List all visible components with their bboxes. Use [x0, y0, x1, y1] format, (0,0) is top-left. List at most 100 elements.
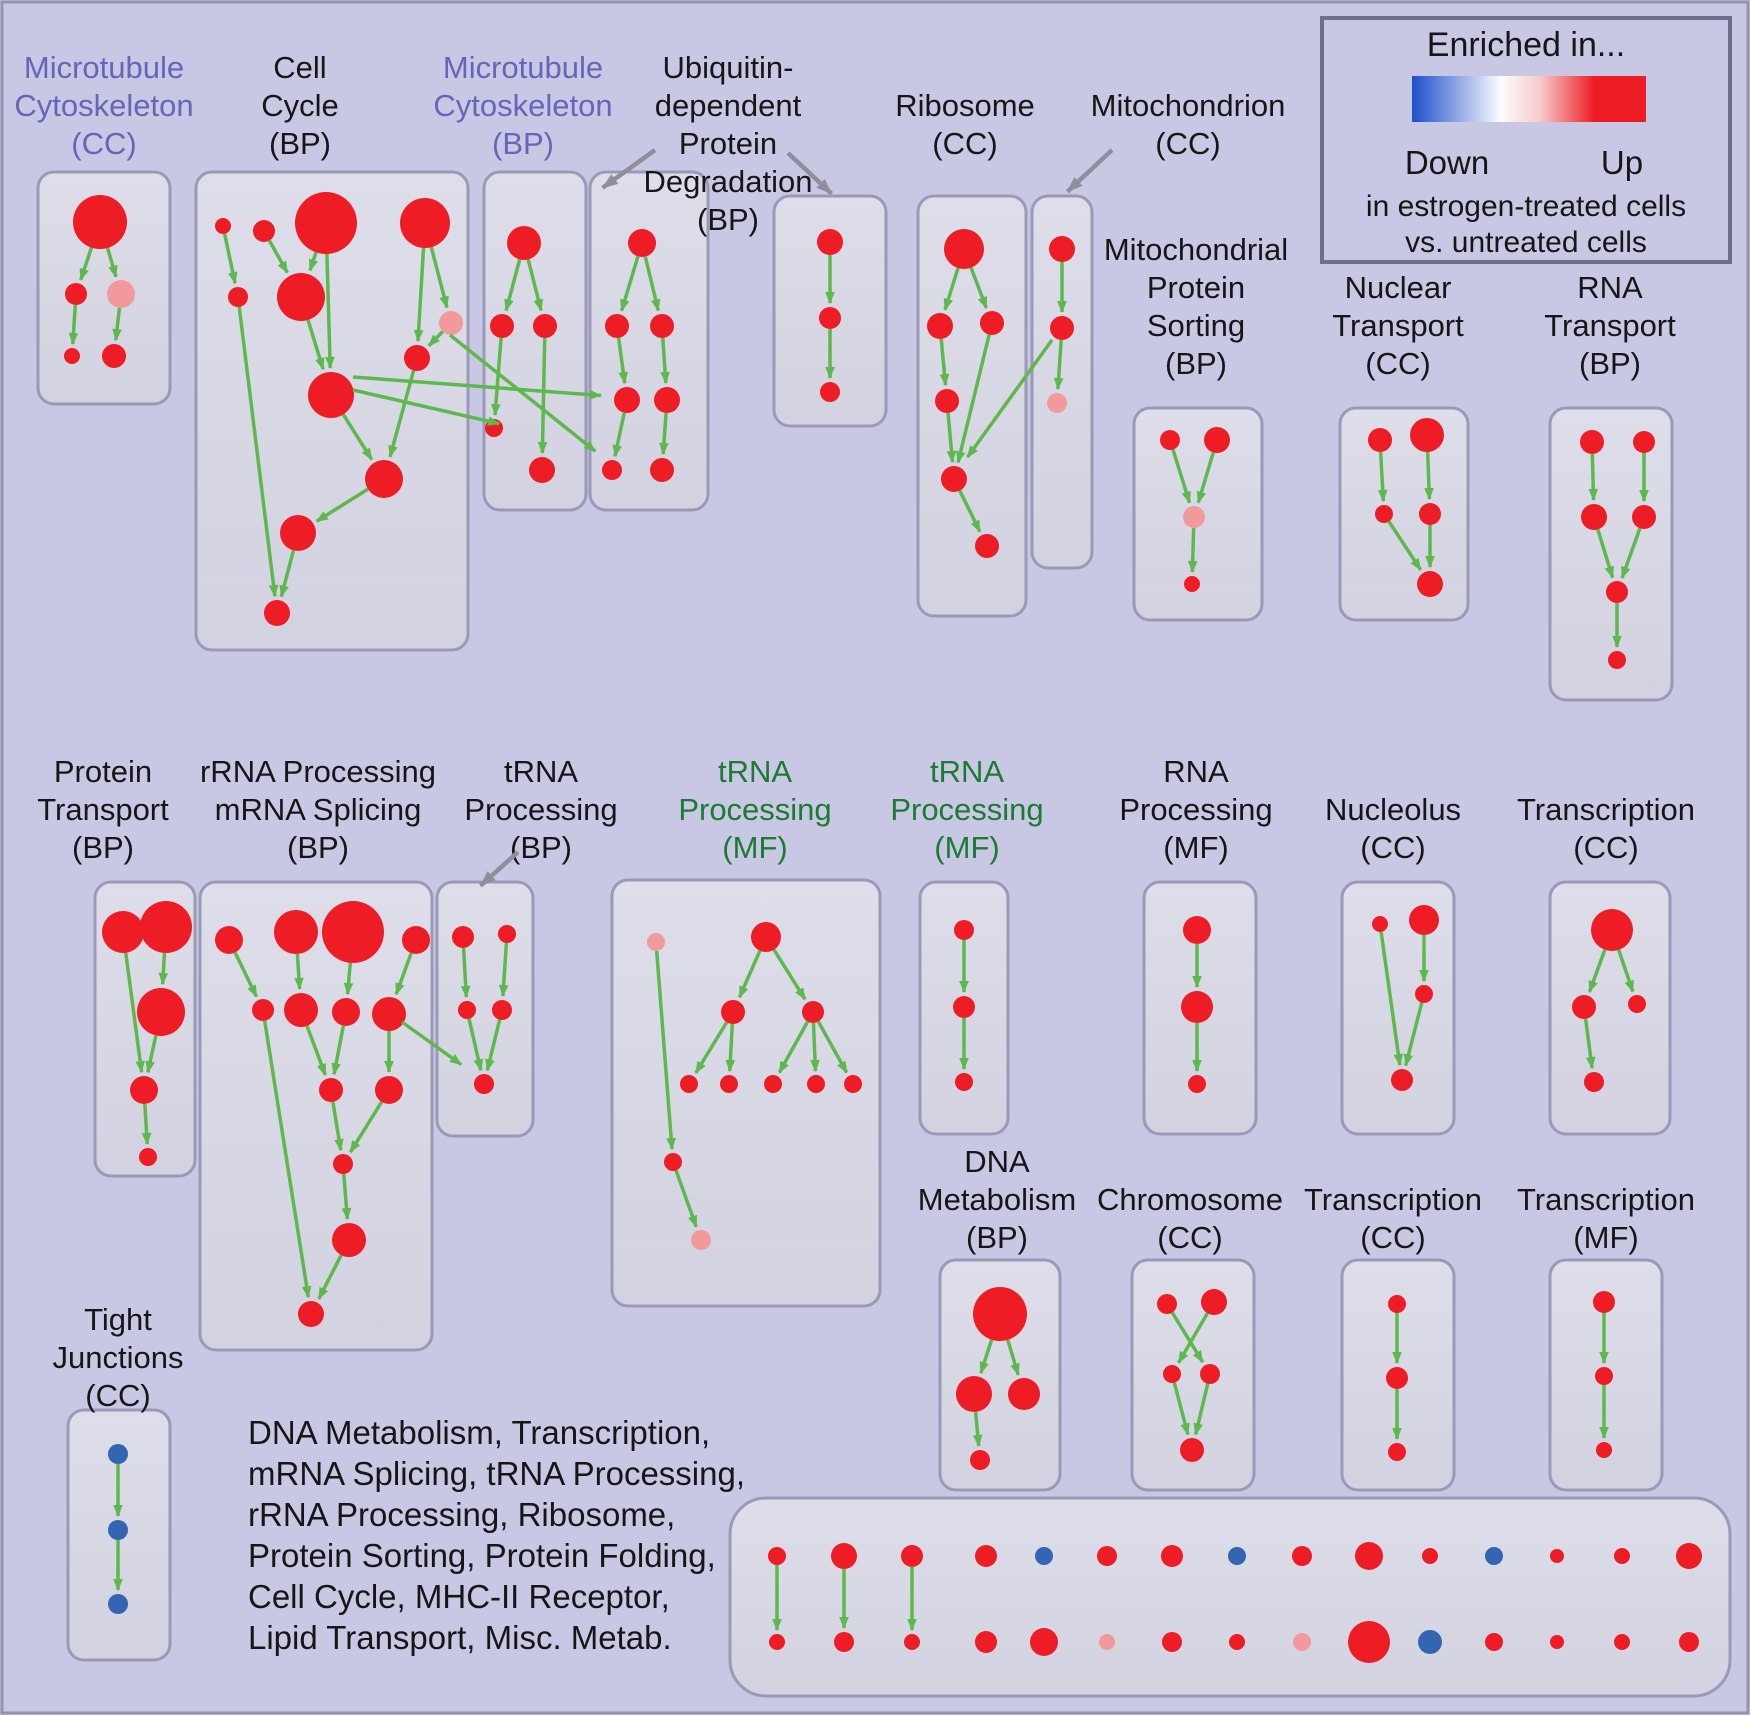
- gene-node: [602, 460, 622, 480]
- edge: [619, 255, 640, 312]
- gene-node: [844, 1075, 862, 1093]
- cluster-box: [728, 1496, 1732, 1698]
- cluster-box: [1548, 406, 1674, 702]
- edge: [485, 1019, 502, 1072]
- edge: [279, 549, 296, 598]
- edge: [427, 330, 444, 348]
- gene-node: [215, 218, 231, 234]
- gene-node: [941, 466, 967, 492]
- gene-node: [102, 911, 144, 953]
- misc-cluster-text: DNA Metabolism, Transcription, mRNA Splic…: [248, 1414, 745, 1656]
- gene-node: [1388, 1295, 1406, 1313]
- gene-node: [956, 1376, 992, 1412]
- misc-text-line: mRNA Splicing, tRNA Processing,: [248, 1455, 745, 1492]
- edge: [537, 337, 548, 455]
- gene-node: [490, 314, 514, 338]
- cluster-box: [1130, 1258, 1256, 1492]
- edge: [958, 489, 982, 533]
- edge: [394, 952, 413, 996]
- gene-node: [375, 1076, 403, 1104]
- edge: [460, 947, 471, 999]
- gene-node: [137, 988, 185, 1036]
- gene-node: [1595, 1367, 1613, 1385]
- gene-node: [647, 933, 665, 951]
- gene-node: [322, 901, 384, 963]
- edge: [654, 950, 676, 1151]
- gene-node: [975, 534, 999, 558]
- gene-node: [1162, 1632, 1182, 1652]
- cross-cluster-edge: [448, 333, 597, 453]
- cluster-ribosome-cc: [916, 194, 1028, 618]
- edge: [467, 1018, 484, 1072]
- cluster-label: Transcription(MF): [1517, 1182, 1695, 1255]
- gene-node: [831, 1543, 857, 1569]
- cluster-label: Chromosome(CC): [1097, 1182, 1283, 1255]
- gene-node: [817, 229, 843, 255]
- gene-node: [372, 997, 406, 1031]
- gene-node: [953, 996, 975, 1018]
- cluster-box: [588, 170, 710, 512]
- gene-node: [1183, 506, 1205, 528]
- gene-node: [975, 1545, 997, 1567]
- gene-node: [1292, 1546, 1312, 1566]
- cluster-transcription-cc-upper: [1548, 880, 1672, 1136]
- edge: [331, 1101, 344, 1152]
- gene-node: [768, 1547, 786, 1565]
- edge: [413, 247, 426, 343]
- edge: [145, 1035, 158, 1074]
- gene-node: [1596, 1442, 1612, 1458]
- gene-node: [439, 311, 463, 335]
- cluster-misc-clusters: [728, 1496, 1732, 1698]
- cluster-mitochondrion-cc: [1030, 194, 1094, 570]
- edge: [643, 256, 661, 312]
- cluster-transcription-cc-lower: [1340, 1258, 1456, 1492]
- gene-node: [605, 314, 629, 338]
- gene-node: [1188, 1075, 1206, 1093]
- gene-node: [935, 389, 959, 413]
- edge: [325, 253, 335, 370]
- gene-node: [1163, 1365, 1181, 1383]
- gene-node: [1415, 985, 1433, 1003]
- gene-node: [1485, 1547, 1503, 1565]
- gene-node: [400, 198, 450, 248]
- edge: [660, 337, 670, 385]
- edge: [526, 259, 544, 312]
- edge: [341, 413, 374, 461]
- gene-node: [102, 344, 126, 368]
- cluster-protein-transport-bp: [93, 880, 197, 1178]
- cluster-box: [198, 880, 434, 1352]
- gene-node: [1608, 651, 1626, 669]
- edge: [306, 319, 325, 371]
- cluster-box: [610, 878, 882, 1308]
- edge: [305, 1025, 328, 1076]
- cluster-microtubule-cytoskeleton-bp: [482, 170, 588, 512]
- edge: [777, 1020, 810, 1074]
- edge: [674, 1169, 698, 1228]
- label-pointer-arrow: [1065, 148, 1114, 194]
- misc-text-line: Protein Sorting, Protein Folding,: [248, 1537, 716, 1574]
- gene-node: [1375, 505, 1393, 523]
- cluster-microtubule-cytoskeleton-cc: [36, 170, 172, 406]
- label-pointer-arrow: [786, 151, 834, 196]
- gene-node: [404, 345, 430, 371]
- gene-node: [1161, 1545, 1183, 1567]
- gene-node: [228, 287, 248, 307]
- gene-node: [1204, 427, 1230, 453]
- edge: [1193, 1383, 1210, 1436]
- cross-cluster-edge: [352, 388, 501, 426]
- edge: [105, 247, 118, 278]
- cluster-nucleolus-cc: [1340, 880, 1456, 1136]
- misc-text-line: DNA Metabolism, Transcription,: [248, 1414, 710, 1451]
- legend-up-label: Up: [1601, 144, 1643, 181]
- gene-node: [252, 999, 274, 1021]
- gene-node: [654, 387, 680, 413]
- gene-node: [130, 1076, 158, 1104]
- gene-node: [1676, 1543, 1702, 1569]
- gene-node: [664, 1153, 682, 1171]
